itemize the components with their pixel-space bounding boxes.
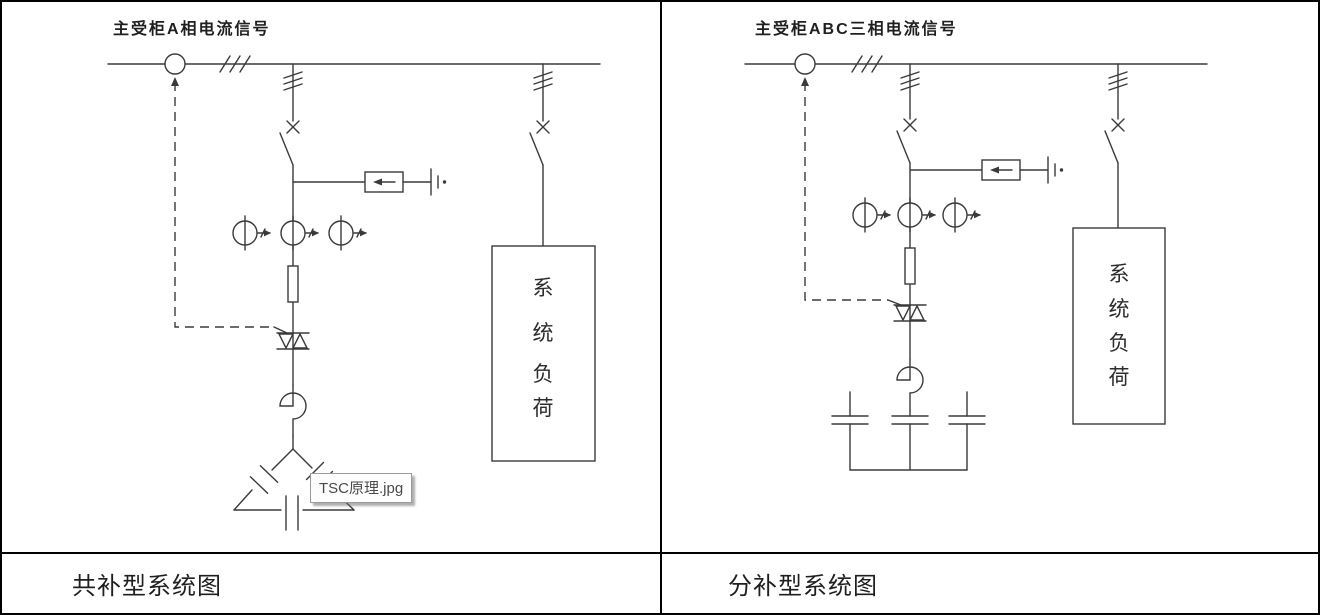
current-transformer-icon	[897, 197, 937, 233]
reactor-icon	[896, 358, 924, 411]
panel-split-compensation: 主受柜ABC三相电流信号	[662, 2, 1318, 552]
fuse-icon	[904, 247, 916, 285]
circuit-breaker-icon	[896, 118, 917, 164]
drawout-contact-icon	[283, 71, 303, 91]
current-transformer-icon	[328, 215, 368, 251]
reactor-icon	[279, 384, 307, 437]
caption-common: 共补型系统图	[2, 554, 662, 613]
drawout-contact-icon	[1108, 71, 1128, 91]
caption-row: 共补型系统图 分补型系统图	[2, 552, 1318, 613]
system-load-label: 负	[533, 362, 554, 386]
circuit-breaker-icon	[279, 120, 300, 166]
source-ct-icon	[164, 53, 186, 87]
schematic-common-compensation[interactable]: 系 统 负 荷	[2, 2, 660, 550]
current-transformer-icon	[232, 215, 272, 251]
circuit-breaker-icon	[1104, 118, 1125, 164]
drawout-contact-icon	[900, 71, 920, 91]
phase-slashes-icon	[219, 55, 251, 73]
panel-common-compensation: 主受柜A相电流信号	[2, 2, 662, 552]
fuse-icon	[287, 265, 299, 303]
signal-dashed-line	[804, 82, 902, 306]
phase-slashes-icon	[851, 55, 883, 73]
drawout-contact-icon	[533, 71, 553, 91]
current-transformer-icon	[852, 197, 892, 233]
star-capacitor-bank	[831, 391, 986, 471]
current-transformer-icon	[942, 197, 982, 233]
diagram-row: 主受柜A相电流信号	[2, 2, 1318, 552]
source-ct-icon	[794, 53, 816, 87]
current-transformer-icon	[280, 215, 320, 251]
panel-title: 主受柜ABC三相电流信号	[755, 21, 958, 38]
system-load-label: 荷	[1109, 365, 1130, 389]
system-load-box: 系 统 负 荷	[1072, 227, 1166, 425]
system-load-label: 系	[1109, 262, 1130, 286]
circuit-breaker-icon	[529, 120, 550, 166]
system-load-label: 荷	[533, 396, 554, 420]
surge-arrester-icon	[292, 168, 447, 196]
system-load-label: 统	[533, 321, 554, 345]
system-load-label: 统	[1109, 297, 1130, 321]
system-load-box: 系 统 负 荷	[491, 245, 596, 462]
panel-title: 主受柜A相电流信号	[113, 21, 271, 38]
caption-split: 分补型系统图	[728, 574, 878, 600]
surge-arrester-icon	[909, 156, 1064, 184]
signal-dashed-line	[174, 82, 288, 334]
system-load-label: 系	[533, 276, 554, 300]
filename-tooltip: TSC原理.jpg	[310, 473, 413, 503]
schematic-split-compensation[interactable]: 系 统 负 荷	[662, 2, 1318, 550]
system-load-label: 负	[1109, 331, 1130, 355]
